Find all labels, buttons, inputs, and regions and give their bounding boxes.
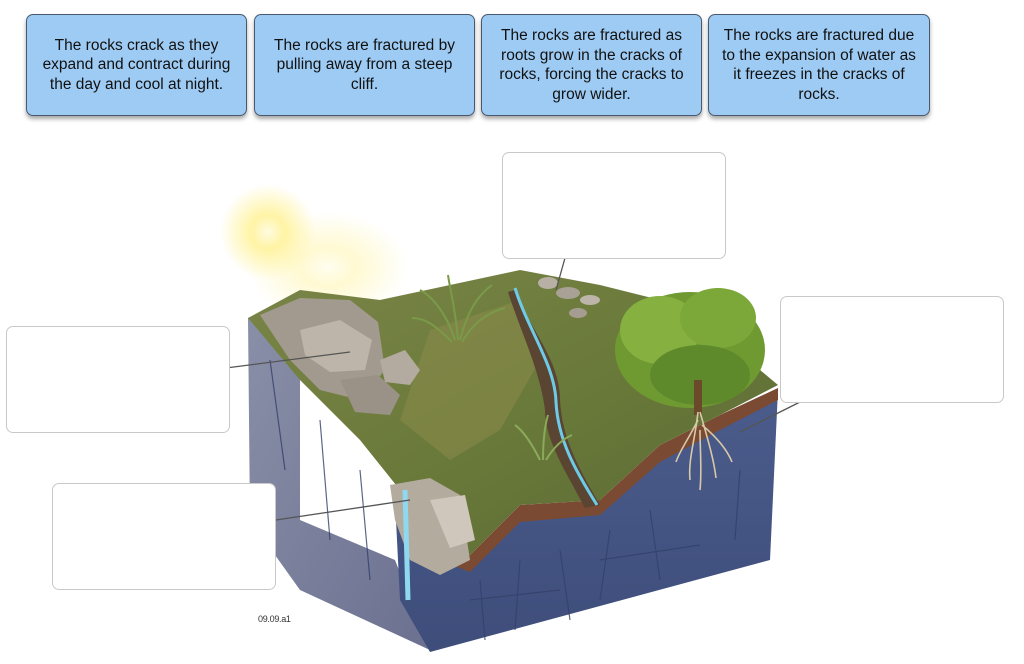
bedrock-cracks (269, 359, 741, 641)
soil-layer (440, 388, 778, 572)
leader-line-left-upper (225, 351, 351, 369)
drop-zone-left-upper[interactable] (6, 326, 230, 433)
bedrock-front-face (395, 390, 778, 652)
sun-icon (220, 184, 316, 280)
valley-crack (508, 290, 600, 508)
leader-line-left-lower (275, 499, 411, 521)
leader-line-top (555, 257, 566, 291)
option-label: The rocks are fractured due to the expan… (722, 27, 916, 103)
option-label: The rocks are fractured by pulling away … (274, 36, 455, 93)
grass-tuft (411, 274, 506, 343)
rock-pile (260, 298, 420, 415)
option-tile-frost-wedging[interactable]: The rocks are fractured due to the expan… (708, 14, 930, 116)
cliff-left-face (248, 300, 430, 650)
option-label: The rocks are fractured as roots grow in… (499, 27, 684, 103)
small-rocks (538, 277, 600, 318)
stream (513, 287, 599, 506)
tree (615, 288, 765, 415)
drop-zone-top[interactable] (502, 152, 726, 259)
waterfall-rocks (390, 478, 475, 601)
drop-zone-left-lower[interactable] (52, 483, 276, 590)
option-tile-thermal-expansion[interactable]: The rocks crack as they expand and contr… (26, 14, 247, 116)
figure-caption: 09.09.a1 (258, 614, 291, 624)
option-tile-root-wedging[interactable]: The rocks are fractured as roots grow in… (481, 14, 702, 116)
option-label: The rocks crack as they expand and contr… (42, 36, 231, 93)
option-tile-cliff-pulling[interactable]: The rocks are fractured by pulling away … (254, 14, 475, 116)
dirt-patch (400, 300, 540, 460)
tree-roots (675, 411, 733, 491)
leader-line-right (739, 401, 801, 433)
drop-zone-right[interactable] (780, 296, 1004, 403)
grass-tuft-valley (514, 414, 573, 461)
